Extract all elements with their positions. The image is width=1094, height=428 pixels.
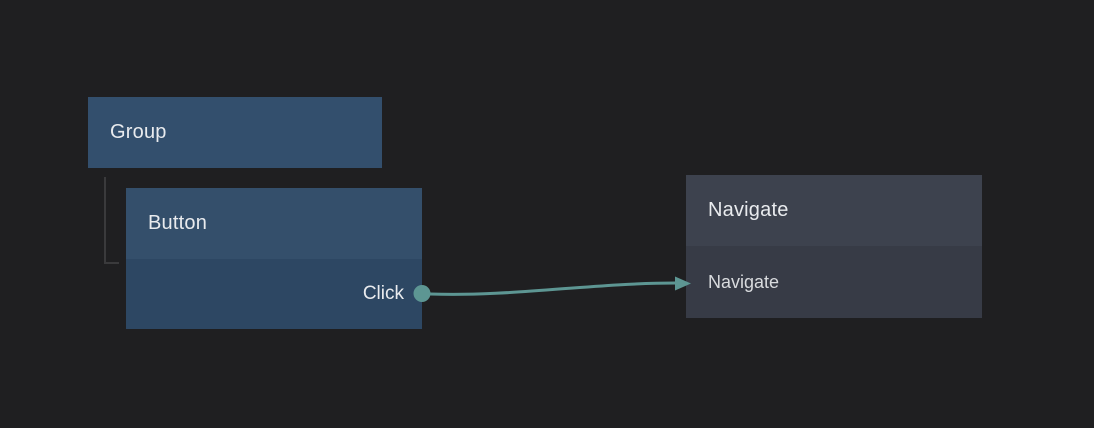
node-navigate[interactable]: Navigate Navigate [686,175,982,318]
node-group-title: Group [110,121,167,143]
node-group[interactable]: Group [88,97,382,168]
tree-connector-line [104,177,119,264]
node-navigate-title: Navigate [686,175,982,246]
port-row-click: Click [126,259,422,329]
node-navigate-row-label: Navigate [708,271,780,292]
edge-click-to-navigate [429,281,677,296]
node-navigate-row[interactable]: Navigate [686,246,982,318]
node-button[interactable]: Button Click [126,188,422,329]
output-port-click-label: Click [362,283,404,304]
node-button-title: Button [126,188,422,259]
